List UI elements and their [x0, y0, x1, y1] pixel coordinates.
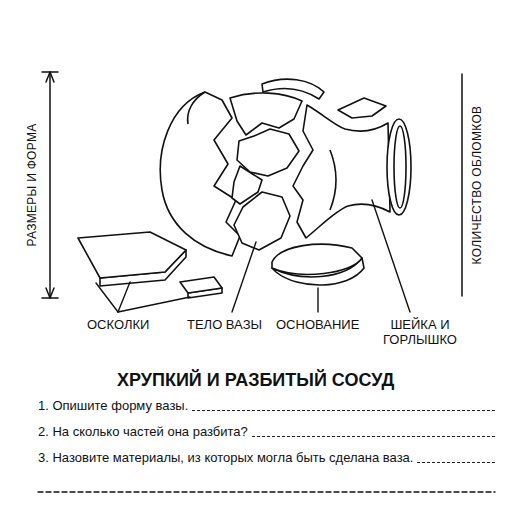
vase-mouth [387, 119, 411, 215]
question-row: 2. На сколько частей она разбита? [38, 424, 495, 439]
question-text: 3. Назовите материалы, из которых могла … [38, 450, 413, 465]
axis-label: РАЗМЕРЫ И ФОРМА [26, 120, 40, 249]
question-row: 1. Опишите форму вазы. [38, 398, 495, 413]
dimension-line [49, 72, 51, 298]
callout-label: ОСКОЛКИ [85, 318, 151, 333]
vase-piece [234, 192, 290, 250]
worksheet-title: ХРУПКИЙ И РАЗБИТЫЙ СОСУД [117, 370, 394, 391]
question-row: 3. Назовите материалы, из которых могла … [38, 450, 495, 465]
shard [78, 232, 186, 278]
vase-base [272, 244, 362, 274]
leader-line [118, 282, 130, 312]
question-text: 1. Опишите форму вазы. [38, 398, 188, 413]
leader-line [372, 200, 410, 312]
vase-piece [237, 129, 299, 176]
leader-line [96, 283, 118, 312]
callout-label: ТЕЛО ВАЗЫ [185, 318, 264, 333]
answer-line [192, 410, 495, 411]
leader-line [118, 297, 190, 312]
question-text: 2. На сколько частей она разбита? [38, 424, 248, 439]
vase-piece [230, 93, 302, 135]
answer-line [417, 462, 495, 463]
axis-label: КОЛИЧЕСТВО ОБЛОМКОВ [471, 103, 485, 268]
vase-piece [293, 105, 390, 238]
side-line [461, 74, 463, 296]
leader-line [232, 242, 256, 312]
answer-line [252, 436, 495, 437]
vase-piece [338, 98, 386, 118]
vase-piece [262, 79, 324, 99]
answer-line [38, 491, 495, 492]
shard [180, 277, 222, 293]
callout-label: ОСНОВАНИЕ [274, 318, 361, 333]
callout-label: ШЕЙКА И ГОРЛЫШКО [372, 318, 468, 348]
leader-line [317, 288, 318, 312]
vase-piece [160, 92, 240, 256]
